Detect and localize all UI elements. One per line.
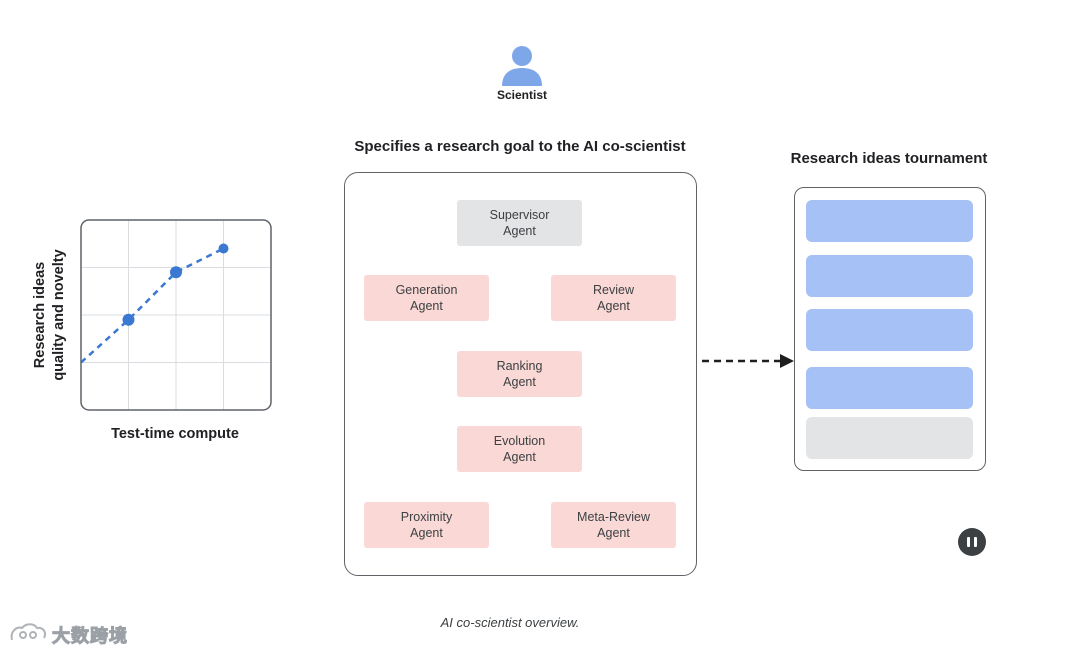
data-point — [122, 313, 135, 326]
proximity-agent: Proximity Agent — [364, 502, 489, 548]
tournament-idea-row — [806, 367, 973, 409]
tournament-idea-row — [806, 309, 973, 351]
pause-icon — [967, 537, 977, 547]
tournament-panel — [794, 187, 986, 471]
pause-button[interactable] — [958, 528, 986, 556]
data-point — [218, 243, 229, 254]
person-icon — [502, 46, 542, 86]
chart-frame — [80, 219, 272, 411]
meta-review-agent: Meta-Review Agent — [551, 502, 676, 548]
evolution-agent: Evolution Agent — [457, 426, 582, 472]
quality-series-line — [80, 247, 225, 364]
ranking-agent: Ranking Agent — [457, 351, 582, 397]
goal-title: Specifies a research goal to the AI co-s… — [354, 138, 686, 155]
generation-agent: Generation Agent — [364, 275, 489, 321]
tournament-title: Research ideas tournament — [790, 150, 988, 167]
agents-panel: Supervisor Agent Generation Agent Review… — [344, 172, 697, 576]
watermark-text: 大数跨境 — [52, 626, 128, 648]
scientist-label: Scientist — [496, 88, 547, 102]
figure-caption: AI co-scientist overview. — [440, 615, 580, 630]
review-agent: Review Agent — [551, 275, 676, 321]
y-axis-label-line-1: Research ideas — [32, 261, 48, 369]
watermark: 大数跨境 — [8, 620, 148, 648]
data-point — [170, 266, 182, 279]
flow-arrow — [702, 354, 794, 368]
x-axis-label: Test-time compute — [111, 426, 239, 442]
tournament-idea-row — [806, 255, 973, 297]
compute-quality-chart — [80, 219, 272, 411]
flow-arrow-head — [780, 354, 794, 368]
watermark-logo-icon — [10, 623, 47, 641]
chart-markers — [122, 243, 229, 326]
y-axis-label-line-2: quality and novelty — [51, 249, 67, 381]
chart-grid — [81, 220, 271, 410]
tournament-idea-row — [806, 417, 973, 459]
supervisor-agent: Supervisor Agent — [457, 200, 582, 246]
tournament-idea-row — [806, 200, 973, 242]
